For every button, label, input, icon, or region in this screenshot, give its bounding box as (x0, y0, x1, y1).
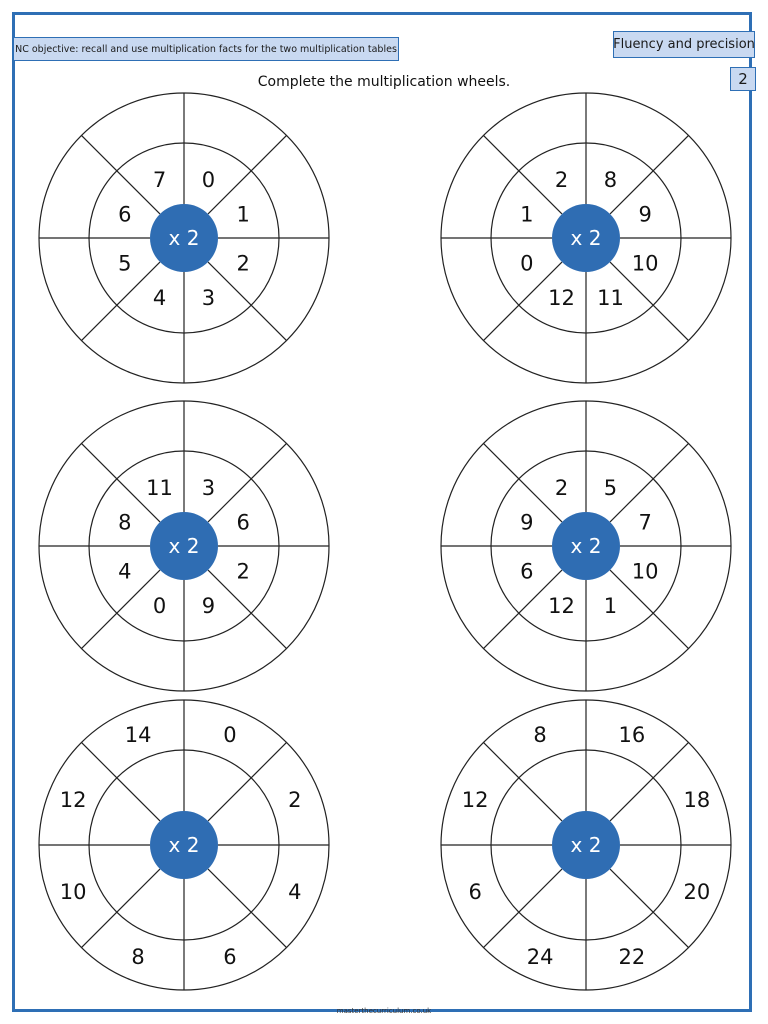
wheel-hub-label: x 2 (169, 833, 200, 857)
wheel-spoke (483, 868, 563, 948)
wheel-spoke (81, 443, 161, 523)
inner-number: 10 (632, 559, 659, 583)
outer-number: 6 (468, 880, 481, 904)
inner-number: 7 (153, 168, 166, 192)
outer-number: 8 (131, 945, 144, 969)
wheel-spoke (81, 135, 161, 215)
outer-number: 18 (683, 788, 710, 812)
outer-number: 0 (223, 723, 236, 747)
wheel-hub (150, 811, 218, 879)
inner-number: 8 (118, 511, 131, 535)
inner-number: 9 (520, 511, 533, 535)
inner-number: 3 (202, 476, 215, 500)
inner-number: 8 (604, 168, 617, 192)
wheel-1: x 2 01 23 45 67 (38, 92, 330, 384)
wheel-hub (150, 512, 218, 580)
outer-number: 22 (619, 945, 646, 969)
wheel-spoke (483, 569, 563, 649)
objective-banner: NC objective: recall and use multiplicat… (13, 37, 399, 61)
inner-number: 12 (548, 594, 575, 618)
outer-number: 24 (527, 945, 554, 969)
wheel-spoke (207, 742, 287, 822)
wheel-hub-label: x 2 (571, 534, 602, 558)
wheel-spoke (207, 261, 287, 341)
inner-number: 5 (118, 251, 131, 275)
wheel-spoke (483, 443, 563, 523)
inner-number: 10 (632, 251, 659, 275)
wheel-spoke (609, 135, 689, 215)
inner-number: 4 (118, 559, 131, 583)
wheel-4: x 2 57 10 1 12 6 92 (440, 400, 732, 692)
inner-number: 6 (118, 203, 131, 227)
category-badge: Fluency and precision (613, 31, 755, 58)
wheel-spoke (81, 742, 161, 822)
wheel-hub-label: x 2 (169, 534, 200, 558)
outer-number: 12 (60, 788, 87, 812)
outer-number: 20 (683, 880, 710, 904)
inner-number: 0 (153, 594, 166, 618)
wheel-spoke (609, 443, 689, 523)
wheel-spoke (207, 443, 287, 523)
inner-number: 1 (236, 203, 249, 227)
page-number: 2 (730, 67, 756, 91)
wheel-spoke (81, 569, 161, 649)
wheel-spoke (81, 261, 161, 341)
wheel-hub-label: x 2 (571, 226, 602, 250)
wheel-hub (552, 512, 620, 580)
inner-number: 0 (202, 168, 215, 192)
inner-number: 6 (520, 559, 533, 583)
inner-number: 1 (520, 203, 533, 227)
inner-number: 2 (236, 559, 249, 583)
wheel-6: x 2 16 18 20 22 24 6 12 8 (440, 699, 732, 991)
footer-url: masterthecurriculum.co.uk (336, 1007, 432, 1015)
wheel-spoke (609, 742, 689, 822)
wheel-spoke (609, 868, 689, 948)
inner-number: 3 (202, 286, 215, 310)
inner-number: 9 (638, 203, 651, 227)
wheel-hub (150, 204, 218, 272)
outer-number: 4 (288, 880, 301, 904)
inner-number: 12 (548, 286, 575, 310)
inner-number: 5 (604, 476, 617, 500)
wheel-spoke (483, 261, 563, 341)
outer-number: 12 (462, 788, 489, 812)
wheel-spoke (609, 569, 689, 649)
inner-number: 7 (638, 511, 651, 535)
inner-number: 0 (520, 251, 533, 275)
wheel-hub (552, 811, 620, 879)
inner-number: 11 (146, 476, 173, 500)
outer-number: 2 (288, 788, 301, 812)
instruction-text: Complete the multiplication wheels. (257, 74, 511, 90)
wheel-spoke (483, 742, 563, 822)
outer-number: 16 (619, 723, 646, 747)
wheel-spoke (81, 868, 161, 948)
inner-number: 2 (236, 251, 249, 275)
outer-number: 14 (125, 723, 152, 747)
wheel-hub-label: x 2 (571, 833, 602, 857)
wheel-hub-label: x 2 (169, 226, 200, 250)
wheel-hub (552, 204, 620, 272)
wheel-spoke (207, 868, 287, 948)
inner-number: 11 (597, 286, 624, 310)
inner-number: 2 (555, 168, 568, 192)
page-border (12, 12, 752, 1012)
wheel-spoke (609, 261, 689, 341)
outer-number: 6 (223, 945, 236, 969)
wheel-spoke (483, 135, 563, 215)
inner-number: 4 (153, 286, 166, 310)
inner-number: 6 (236, 511, 249, 535)
wheel-spoke (207, 569, 287, 649)
outer-number: 10 (60, 880, 87, 904)
inner-number: 1 (604, 594, 617, 618)
wheel-3: x 2 36 29 04 8 11 (38, 400, 330, 692)
inner-number: 9 (202, 594, 215, 618)
wheel-spoke (207, 135, 287, 215)
inner-number: 2 (555, 476, 568, 500)
outer-number: 8 (533, 723, 546, 747)
wheel-5: x 2 0 2 4 6 8 10 12 14 (38, 699, 330, 991)
